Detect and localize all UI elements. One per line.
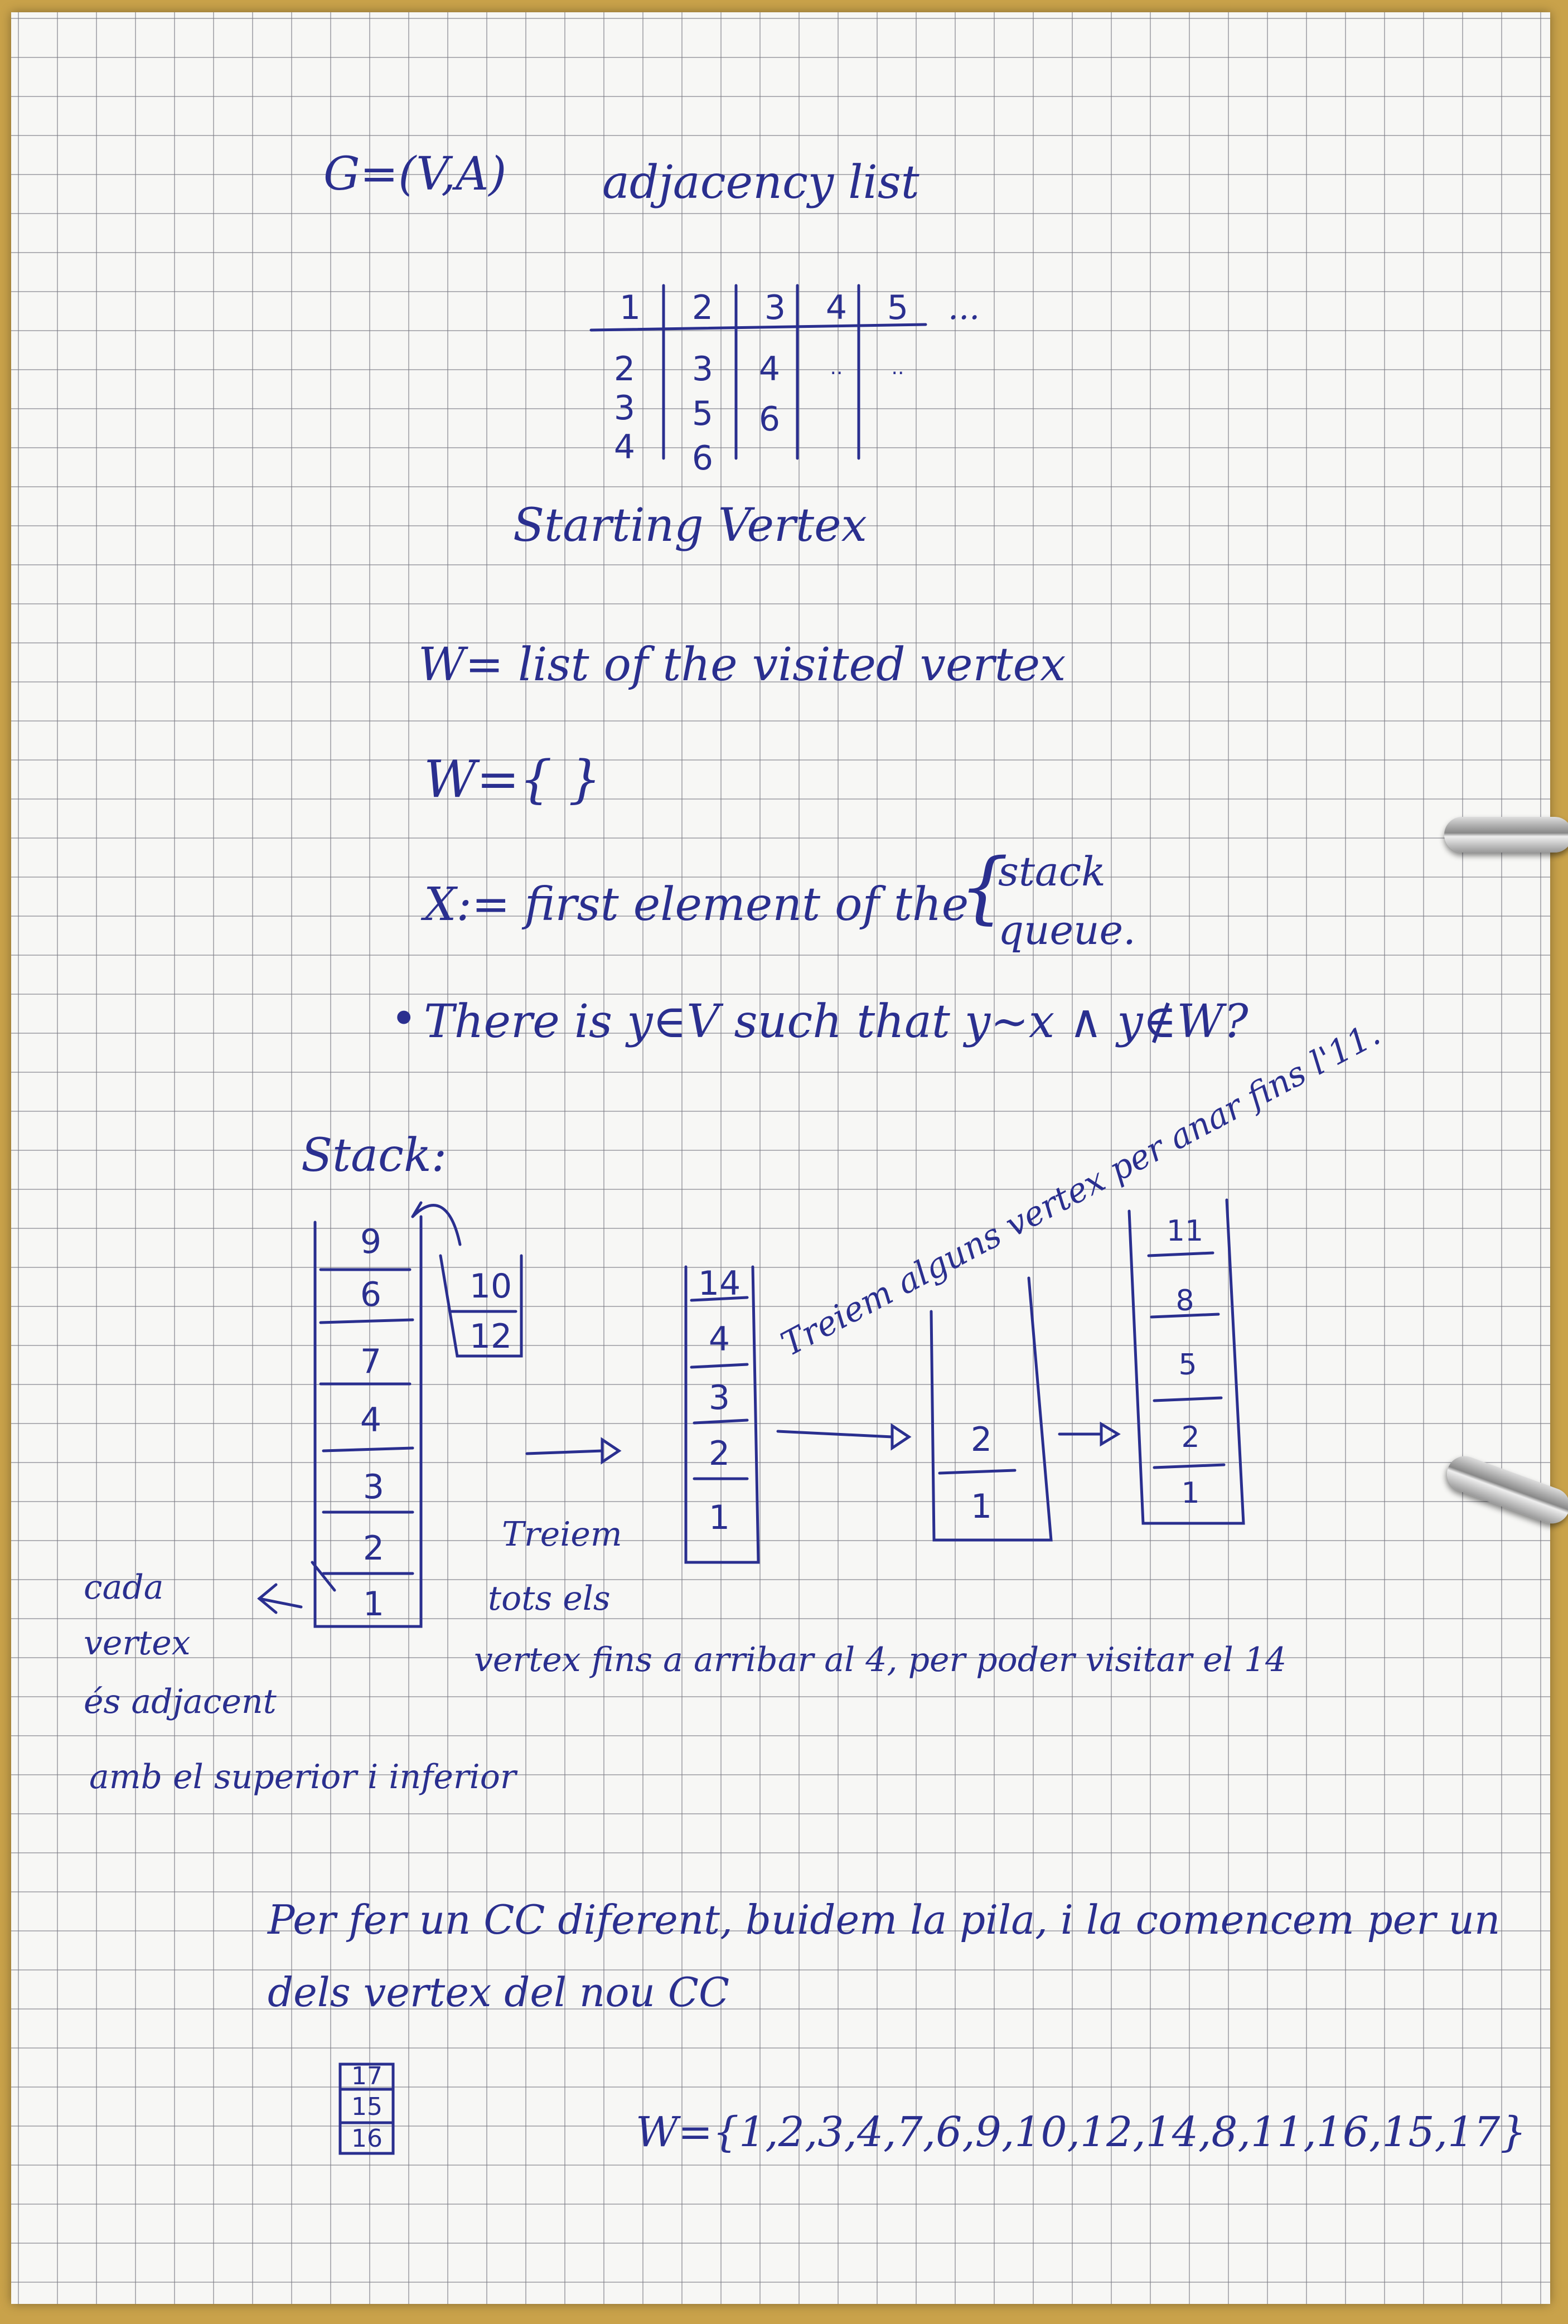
stack-item: 1: [362, 1585, 385, 1624]
small-stack-item: 17: [351, 2062, 383, 2090]
stack-item: 1: [1181, 1476, 1200, 1510]
queue-option: queue.: [998, 907, 1136, 953]
stack-item: 6: [360, 1275, 382, 1314]
adjacent-note-line2: vertex: [84, 1624, 191, 1663]
table-cell: 3: [613, 389, 636, 428]
question-bullet: •: [390, 992, 418, 1045]
adjacent-note-line3: és adjacent: [84, 1682, 277, 1721]
small-stack-item: 16: [351, 2124, 383, 2153]
footer-line2: dels vertex del nou CC: [268, 1969, 730, 2016]
stack-item: 5: [1178, 1348, 1197, 1382]
stack-item: 1: [708, 1498, 730, 1537]
notebook-page: G=(V,A) adjacency list ... 1 2 3 4 5 2 3…: [11, 12, 1550, 2304]
adjacent-note-line4: amb el superior i inferior: [89, 1757, 516, 1797]
stack-item: 11: [1166, 1214, 1204, 1248]
adjacency-question: There is y∈V such that y∼x ∧ y∉W?: [424, 995, 1248, 1048]
page-title: adjacency list: [602, 156, 919, 209]
table-header-cell: 4: [825, 288, 848, 327]
table-cell: 6: [691, 439, 714, 478]
table-cell: 4: [613, 428, 636, 467]
stack-option: stack: [998, 848, 1106, 895]
stack-label: Stack:: [301, 1129, 447, 1182]
ellipsis: ...: [948, 288, 980, 327]
arrival-note: vertex fins a arribar al 4, per poder vi…: [474, 1640, 1287, 1679]
stack-item: 4: [360, 1401, 382, 1440]
footer-line1: Per fer un CC diferent, buidem la pila, …: [268, 1896, 1501, 1943]
stack-item: 4: [708, 1320, 730, 1359]
table-header-cell: 2: [691, 288, 714, 327]
stack-item: 7: [360, 1342, 382, 1381]
stack-item: 3: [708, 1378, 730, 1417]
stack-item: 2: [1181, 1421, 1200, 1454]
starting-vertex-label: Starting Vertex: [513, 499, 867, 552]
table-header-cell: 1: [619, 288, 641, 327]
stack-item: 2: [362, 1529, 385, 1568]
table-header-cell: 3: [764, 288, 786, 327]
curly-brace: {: [959, 842, 1009, 933]
visited-list-definition: W= list of the visited vertex: [418, 638, 1066, 691]
visited-list-final: W={1,2,3,4,7,6,9,10,12,14,8,11,16,15,17}: [636, 2108, 1527, 2156]
stack-drawings: [257, 284, 1245, 2155]
treiem-note-line1: Treiem: [502, 1515, 622, 1554]
side-stack-item: 10: [469, 1267, 512, 1306]
table-cell: ..: [830, 356, 843, 379]
stack-item: 14: [698, 1264, 741, 1303]
stack-item: 9: [360, 1222, 382, 1261]
adjacent-note-line1: cada: [84, 1568, 164, 1607]
treiem-note-line2: tots els: [488, 1579, 611, 1618]
table-cell: 4: [758, 350, 781, 389]
x-definition: X:= first element of the: [424, 878, 969, 931]
stack-item: 2: [970, 1420, 993, 1459]
graph-definition: G=(V,A): [323, 148, 507, 201]
table-cell: 2: [613, 350, 636, 389]
table-cell: 5: [691, 394, 714, 433]
stack-item: 8: [1175, 1284, 1194, 1318]
stack-item: 1: [970, 1487, 993, 1526]
table-cell: 6: [758, 400, 781, 439]
binder-ring-top: [1444, 817, 1568, 853]
table-cell: 3: [691, 350, 714, 389]
side-stack-item: 12: [469, 1317, 512, 1356]
table-header-cell: 5: [887, 288, 909, 327]
table-cell: ..: [891, 356, 904, 379]
stack-item: 2: [708, 1434, 730, 1473]
visited-list-empty: W={ }: [424, 749, 601, 809]
stack-item: 3: [362, 1468, 385, 1507]
small-stack-item: 15: [351, 2093, 383, 2121]
